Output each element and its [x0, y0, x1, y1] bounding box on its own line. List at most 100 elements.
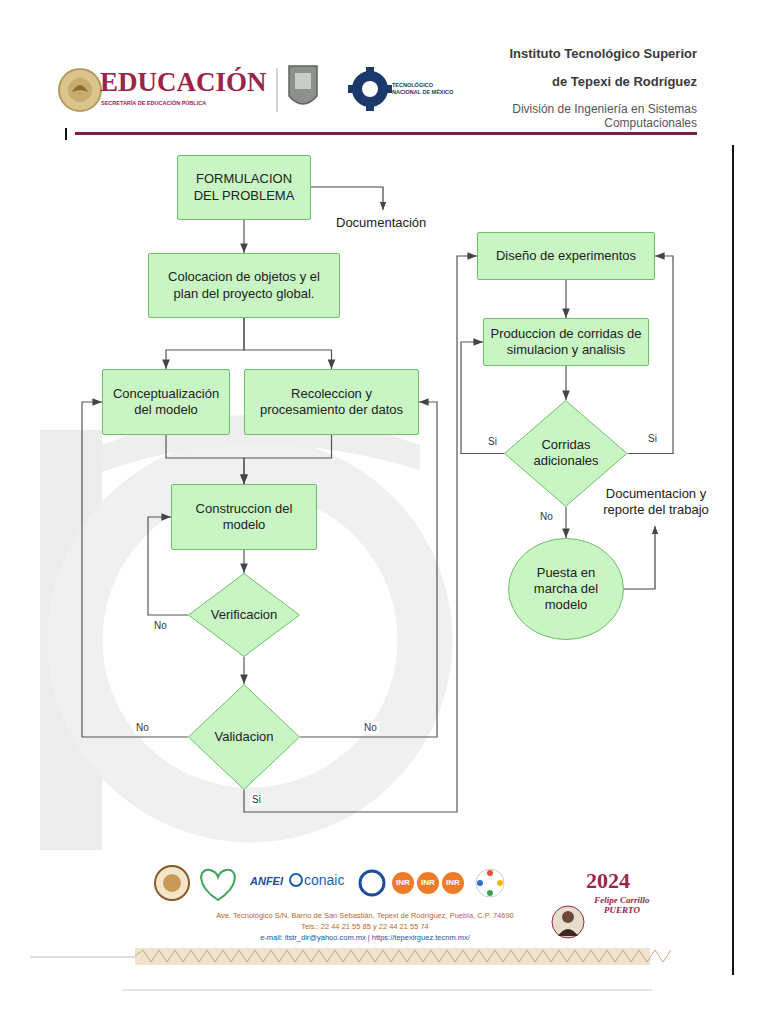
institute-name: Instituto Tecnológico Superior	[437, 46, 697, 62]
process-box: Produccion de corridas de simulacion y a…	[483, 318, 649, 366]
connector	[82, 402, 188, 737]
address-line: Tels.: 22 44 21 55 85 y 22 44 21 55 74	[180, 922, 550, 931]
output-note: Documentación	[336, 215, 426, 231]
portrait-body	[558, 929, 578, 936]
decision-diamond: Corridas adicionales	[504, 400, 627, 507]
node-text: Construccion del modelo	[189, 501, 299, 534]
connector	[243, 550, 244, 573]
logo-text: INR	[417, 878, 439, 888]
connector	[244, 435, 332, 484]
decorative-zigzag	[135, 950, 671, 962]
quality-seal	[476, 869, 504, 897]
watermark	[40, 415, 425, 850]
institute-seal-inner	[163, 874, 181, 892]
edge-label: Si	[250, 794, 263, 806]
node-body: Produccion de corridas de simulacion y a…	[490, 326, 642, 359]
logo-text: conaic	[304, 872, 344, 889]
leader-arrow	[624, 526, 655, 589]
decision-diamond: Verificacion	[188, 573, 300, 657]
connector	[243, 220, 244, 253]
inr-seal	[392, 872, 414, 894]
margin-rule	[732, 145, 734, 975]
footer	[30, 866, 671, 990]
connector	[166, 435, 244, 484]
connector	[300, 402, 437, 737]
acceciso-seal	[360, 871, 384, 895]
terminal-circle: Puesta en marcha del modelo	[508, 538, 624, 640]
header-separator	[277, 68, 278, 112]
node-text: Diseño de experimentos	[496, 248, 636, 264]
conaic-mark	[290, 874, 302, 886]
quality-dot	[497, 880, 503, 886]
node-body: FORMULACION DEL PROBLEMA	[189, 171, 299, 204]
node-body: Diseño de experimentos	[496, 248, 636, 264]
emblem-inner	[68, 78, 92, 102]
process-box: Conceptualización del modelo	[102, 369, 230, 435]
address-line: Ave. Tecnológico S/N, Barrio de San Seba…	[180, 911, 550, 920]
tecnm-tooth	[348, 85, 354, 93]
diamond-shape	[189, 685, 300, 790]
process-box: FORMULACION DEL PROBLEMA	[177, 155, 311, 220]
inr-seal	[417, 872, 439, 894]
emblem-eagle	[72, 85, 88, 92]
header-tick	[65, 128, 67, 140]
institute-seal	[155, 866, 189, 900]
node-body: Validacion	[214, 729, 273, 745]
plastic-free-heart	[201, 870, 235, 900]
node-text: Colocacion de objetos y el plan del proy…	[156, 269, 332, 302]
node-body: Verificacion	[211, 607, 277, 623]
edge-label: No	[134, 722, 151, 734]
node-body: Corridas adicionales	[528, 437, 604, 470]
edge-label: No	[152, 620, 169, 632]
node-body: Recoleccion y procesamiento der datos	[250, 386, 413, 419]
node-text: FORMULACION DEL PROBLEMA	[189, 171, 299, 204]
leader-arrow	[311, 187, 383, 210]
node-text: Conceptualización del modelo	[108, 386, 224, 419]
diamond-shape	[189, 574, 300, 657]
inr-seal	[442, 872, 464, 894]
watermark-gear	[75, 465, 425, 815]
logo-text: INR	[392, 878, 414, 888]
institute-name: de Tepexi de Rodríguez	[437, 74, 697, 90]
node-body: Construccion del modelo	[189, 501, 299, 534]
node-body: Conceptualización del modelo	[108, 386, 224, 419]
quality-dot	[487, 890, 493, 896]
emblem-seal	[59, 69, 101, 111]
node-text: Verificacion	[211, 607, 277, 623]
process-box: Recoleccion y procesamiento der datos	[244, 369, 419, 435]
tecnm-gear-hole	[362, 81, 378, 97]
process-box: Colocacion de objetos y el plan del proy…	[148, 253, 340, 318]
header	[59, 66, 697, 140]
agency-name: EDUCACIÓN	[100, 66, 267, 98]
footer-rule	[122, 990, 652, 991]
node-text: Puesta en marcha del modelo	[527, 565, 605, 614]
logo-text: ANFEI	[250, 875, 283, 888]
division-name: División de Ingeniería en Sistemas Compu…	[477, 103, 697, 131]
quality-dot	[487, 870, 493, 876]
connector	[166, 318, 244, 369]
crest-panel	[295, 73, 311, 89]
tecnm-tooth	[366, 105, 374, 111]
process-box: Diseño de experimentos	[477, 232, 655, 280]
connector	[243, 657, 244, 684]
edge-label: Si	[646, 433, 659, 445]
node-body: Puesta en marcha del modelo	[527, 565, 605, 614]
node-text: Recoleccion y procesamiento der datos	[250, 386, 413, 419]
tecnm-gear	[352, 71, 388, 107]
connector	[565, 280, 566, 318]
circle-shape	[509, 539, 624, 640]
logo-text: INR	[442, 878, 464, 888]
diamond-shape	[505, 401, 627, 507]
decision-diamond: Validacion	[188, 684, 300, 790]
agency-subtitle: SECRETARÍA DE EDUCACIÓN PÚBLICA	[101, 100, 206, 107]
node-text: Corridas adicionales	[528, 437, 604, 470]
tecnm-name: TECNOLÓGICO NACIONAL DE MÉXICO	[392, 82, 454, 95]
edge-label: No	[538, 511, 555, 523]
portrait-head	[562, 911, 574, 923]
footer-rule	[30, 957, 135, 958]
year-motto: Felipe Carrillo PUERTO	[584, 896, 660, 916]
node-body: Colocacion de objetos y el plan del proy…	[156, 269, 332, 302]
header-rule	[75, 132, 697, 135]
process-box: Construccion del modelo	[171, 484, 317, 550]
connector	[244, 318, 332, 369]
